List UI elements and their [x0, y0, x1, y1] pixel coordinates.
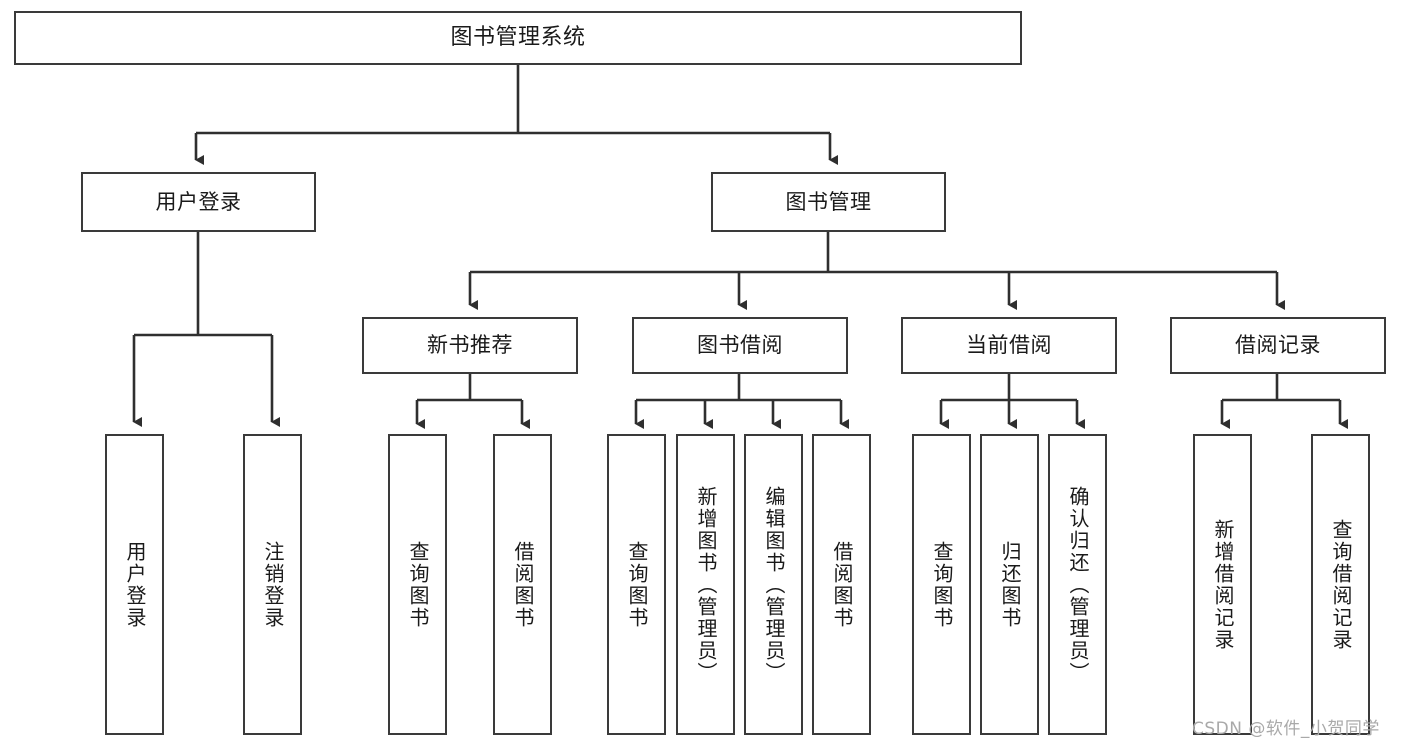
- csdn-watermark: CSDN @软件_小贺同学: [1192, 719, 1380, 739]
- leaf-current-confirm-return-admin[interactable]: 确认归还（管理员）: [1048, 434, 1107, 735]
- node-book-borrow[interactable]: 图书借阅: [632, 317, 848, 374]
- node-label: 用户登录: [123, 540, 147, 629]
- leaf-current-query-book[interactable]: 查询图书: [912, 434, 971, 735]
- node-label: 查询图书: [625, 540, 649, 629]
- node-label: 图书管理系统: [450, 25, 586, 51]
- node-label: 新书推荐: [427, 333, 513, 358]
- node-label: 用户登录: [155, 189, 242, 214]
- leaf-user-login[interactable]: 用户登录: [105, 434, 164, 735]
- node-label: 图书借阅: [697, 333, 783, 358]
- node-user-login[interactable]: 用户登录: [81, 172, 316, 232]
- node-label: 借阅图书: [511, 540, 535, 629]
- leaf-record-add-borrow-record[interactable]: 新增借阅记录: [1193, 434, 1252, 735]
- node-label: 借阅图书: [830, 540, 854, 629]
- leaf-borrow-edit-book-admin[interactable]: 编辑图书（管理员）: [744, 434, 803, 735]
- node-label: 图书管理: [785, 189, 872, 214]
- node-borrow-record[interactable]: 借阅记录: [1170, 317, 1386, 374]
- leaf-recommend-query-book[interactable]: 查询图书: [388, 434, 447, 735]
- node-label: 确认归还（管理员）: [1066, 485, 1090, 684]
- node-new-book-recommend[interactable]: 新书推荐: [362, 317, 578, 374]
- node-book-management[interactable]: 图书管理: [711, 172, 946, 232]
- node-label: 查询图书: [406, 540, 430, 629]
- node-current-borrow[interactable]: 当前借阅: [901, 317, 1117, 374]
- leaf-borrow-borrow-book[interactable]: 借阅图书: [812, 434, 871, 735]
- node-label: 新增借阅记录: [1211, 518, 1235, 651]
- leaf-current-return-book[interactable]: 归还图书: [980, 434, 1039, 735]
- leaf-user-logout[interactable]: 注销登录: [243, 434, 302, 735]
- node-label: 编辑图书（管理员）: [762, 485, 786, 684]
- leaf-record-query-borrow-record[interactable]: 查询借阅记录: [1311, 434, 1370, 735]
- node-label: 查询图书: [930, 540, 954, 629]
- leaf-recommend-borrow-book[interactable]: 借阅图书: [493, 434, 552, 735]
- node-label: 归还图书: [998, 540, 1022, 629]
- node-label: 新增图书（管理员）: [694, 485, 718, 684]
- leaf-borrow-add-book-admin[interactable]: 新增图书（管理员）: [676, 434, 735, 735]
- node-label: 注销登录: [261, 540, 285, 629]
- node-root-system[interactable]: 图书管理系统: [14, 11, 1022, 65]
- leaf-borrow-query-book[interactable]: 查询图书: [607, 434, 666, 735]
- node-label: 查询借阅记录: [1329, 518, 1353, 651]
- node-label: 借阅记录: [1235, 333, 1321, 358]
- node-label: 当前借阅: [966, 333, 1052, 358]
